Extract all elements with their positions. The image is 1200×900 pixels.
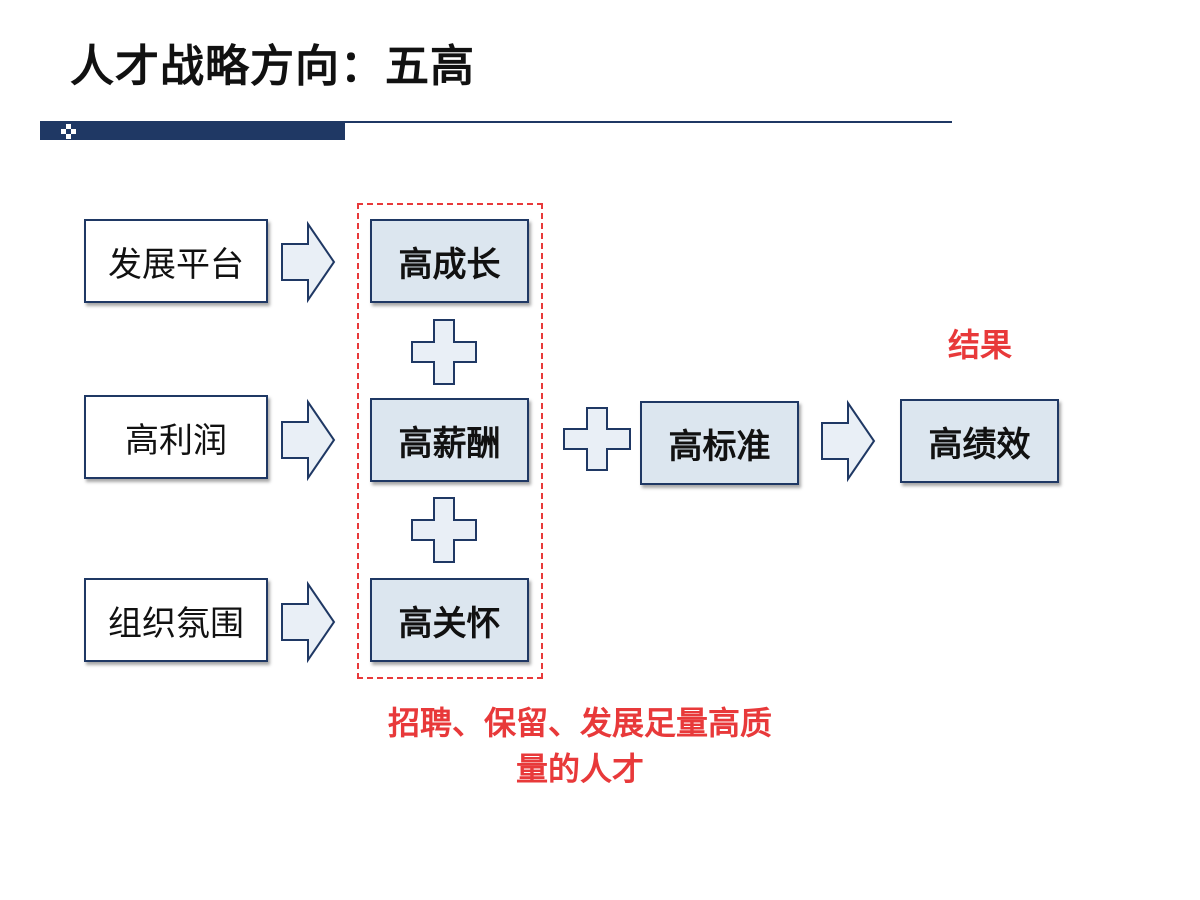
page-title: 人才战略方向：五高 (70, 41, 475, 92)
arrow-right-icon (281, 220, 336, 304)
core-box-growth: 高成长 (370, 219, 529, 303)
core-box-salary: 高薪酬 (370, 398, 529, 482)
factor-box-platform: 发展平台 (84, 219, 268, 303)
arrow-right-icon (821, 399, 876, 483)
core-group-dashed-frame (357, 203, 543, 679)
core-label: 高薪酬 (398, 423, 501, 464)
plus-icon (411, 319, 477, 385)
bottom-note-line-1: 招聘、保留、发展足量高质 (387, 704, 772, 742)
header-rule-line (40, 121, 952, 123)
header-rule-bar (40, 123, 345, 140)
factor-box-atmosphere: 组织氛围 (84, 578, 268, 662)
standard-label: 高标准 (668, 426, 771, 467)
diamond-ornament-icon (61, 124, 76, 139)
core-label: 高成长 (398, 244, 501, 285)
core-box-care: 高关怀 (370, 578, 529, 662)
core-label: 高关怀 (398, 603, 501, 644)
bottom-note: 招聘、保留、发展足量高质 量的人才 (340, 700, 820, 792)
factor-label: 组织氛围 (108, 603, 244, 644)
plus-icon (411, 497, 477, 563)
standard-box: 高标准 (640, 401, 799, 485)
result-value: 高绩效 (928, 424, 1031, 465)
result-box: 高绩效 (900, 399, 1059, 483)
plus-icon (563, 407, 631, 471)
result-caption: 结果 (947, 326, 1012, 364)
bottom-note-line-2: 量的人才 (515, 750, 644, 788)
arrow-right-icon (281, 398, 336, 482)
factor-label: 发展平台 (108, 244, 244, 285)
arrow-right-icon (281, 580, 336, 664)
factor-label: 高利润 (125, 420, 227, 461)
factor-box-profit: 高利润 (84, 395, 268, 479)
